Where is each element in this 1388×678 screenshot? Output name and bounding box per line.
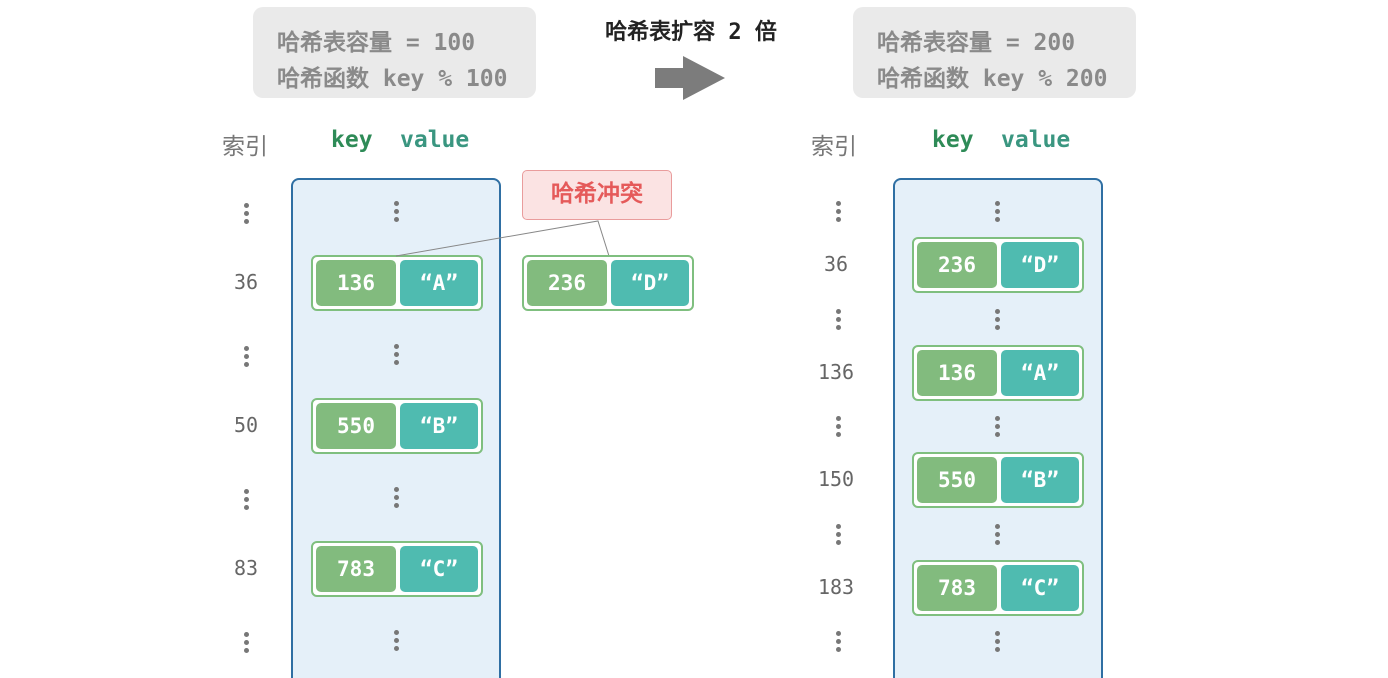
collision-label: 哈希冲突	[522, 170, 672, 220]
after-entry: 783 “C”	[912, 560, 1084, 616]
after-index-label: 36	[823, 252, 849, 276]
entry-key: 236	[917, 242, 997, 288]
ellipsis-icon	[995, 309, 1001, 331]
ellipsis-icon	[394, 201, 400, 223]
after-info-box: 哈希表容量 = 200 哈希函数 key % 200	[853, 7, 1136, 98]
after-capacity: 哈希表容量 = 200	[877, 30, 1076, 56]
entry-key: 550	[316, 403, 396, 449]
ellipsis-icon	[995, 631, 1001, 653]
before-entry: 783 “C”	[311, 541, 483, 597]
entry-value: “D”	[611, 260, 689, 306]
ellipsis-icon	[394, 630, 400, 652]
entry-key: 136	[316, 260, 396, 306]
before-index-label: 36	[233, 270, 259, 294]
after-index-label: 183	[817, 575, 855, 599]
after-hash-function: 哈希函数 key % 200	[877, 66, 1108, 92]
entry-value: “A”	[1001, 350, 1079, 396]
ellipsis-icon	[836, 201, 842, 223]
ellipsis-icon	[995, 524, 1001, 546]
ellipsis-icon	[995, 416, 1001, 438]
before-info-box: 哈希表容量 = 100 哈希函数 key % 100	[253, 7, 536, 98]
after-entry: 550 “B”	[912, 452, 1084, 508]
after-index-label: 150	[817, 467, 855, 491]
before-value-header: value	[400, 127, 470, 153]
after-index-label: 136	[817, 360, 855, 384]
resize-title: 哈希表扩容 2 倍	[605, 20, 777, 45]
after-entry: 136 “A”	[912, 345, 1084, 401]
entry-value: “B”	[1001, 457, 1079, 503]
entry-key: 550	[917, 457, 997, 503]
ellipsis-icon	[244, 489, 250, 511]
ellipsis-icon	[244, 346, 250, 368]
ellipsis-icon	[995, 201, 1001, 223]
entry-key: 136	[917, 350, 997, 396]
right-arrow-icon	[655, 56, 725, 100]
ellipsis-icon	[836, 631, 842, 653]
ellipsis-icon	[394, 487, 400, 509]
after-entry: 236 “D”	[912, 237, 1084, 293]
before-entry: 550 “B”	[311, 398, 483, 454]
ellipsis-icon	[244, 203, 250, 225]
ellipsis-icon	[836, 309, 842, 331]
ellipsis-icon	[836, 524, 842, 546]
entry-key: 783	[316, 546, 396, 592]
before-key-header: key	[331, 127, 373, 153]
before-index-label: 50	[233, 413, 259, 437]
entry-value: “C”	[1001, 565, 1079, 611]
entry-value: “C”	[400, 546, 478, 592]
after-value-header: value	[1001, 127, 1071, 153]
collision-entry: 236 “D”	[522, 255, 694, 311]
entry-value: “D”	[1001, 242, 1079, 288]
ellipsis-icon	[394, 344, 400, 366]
before-index-header: 索引	[222, 134, 268, 160]
after-key-header: key	[932, 127, 974, 153]
entry-key: 236	[527, 260, 607, 306]
after-index-header: 索引	[811, 134, 857, 160]
entry-key: 783	[917, 565, 997, 611]
ellipsis-icon	[244, 632, 250, 654]
before-hash-function: 哈希函数 key % 100	[277, 66, 508, 92]
entry-value: “A”	[400, 260, 478, 306]
ellipsis-icon	[836, 416, 842, 438]
before-capacity: 哈希表容量 = 100	[277, 30, 476, 56]
before-index-label: 83	[233, 556, 259, 580]
entry-value: “B”	[400, 403, 478, 449]
